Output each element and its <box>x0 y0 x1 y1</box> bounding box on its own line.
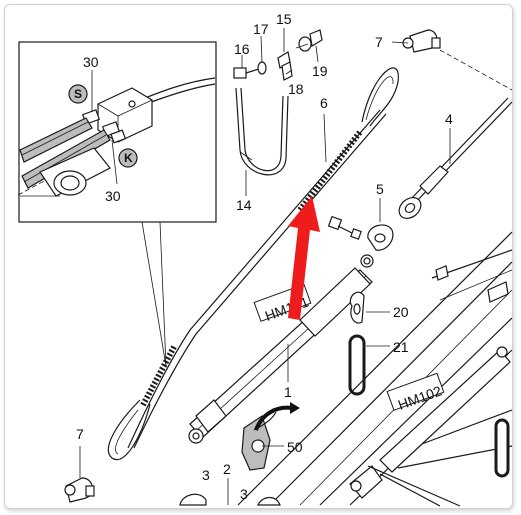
badge-s: S <box>74 87 82 101</box>
nut-19 <box>295 29 323 52</box>
label-1: 1 <box>284 384 292 400</box>
label-17: 17 <box>253 21 269 37</box>
detail-inset <box>18 41 217 367</box>
u-bolt-14 <box>235 87 289 176</box>
shackle-7-bottom <box>64 477 95 503</box>
label-4: 4 <box>445 111 453 127</box>
label-3-left: 3 <box>202 467 210 483</box>
rod-4 <box>398 97 513 219</box>
shackle-7-top <box>402 29 441 53</box>
part-15-18 <box>277 51 293 81</box>
label-30-bottom: 30 <box>105 188 121 204</box>
label-20: 20 <box>393 304 409 320</box>
leader-lines <box>79 28 451 505</box>
clamp-50 <box>241 411 277 471</box>
label-50: 50 <box>287 439 303 455</box>
bottom-parts <box>179 493 281 506</box>
loop-21 <box>348 334 366 396</box>
label-7-top: 7 <box>375 34 383 50</box>
label-18: 18 <box>288 81 304 97</box>
washer-17 <box>257 61 267 75</box>
black-curved-arrow <box>254 402 300 431</box>
pin-and-shackle-5 <box>327 215 394 251</box>
label-19: 19 <box>312 63 328 79</box>
label-15: 15 <box>276 11 292 27</box>
label-6: 6 <box>320 95 328 111</box>
cable-6 <box>107 67 399 461</box>
cylinder-1 <box>188 254 374 444</box>
label-3-right: 3 <box>240 486 248 502</box>
label-5: 5 <box>376 181 384 197</box>
boom-structure <box>237 231 513 507</box>
label-7-bottom: 7 <box>76 426 84 442</box>
label-30-top: 30 <box>83 54 99 70</box>
hook-20 <box>349 291 365 324</box>
label-21: 21 <box>393 339 409 355</box>
badge-k: K <box>124 151 133 165</box>
label-16: 16 <box>234 41 250 57</box>
red-pointer-arrow <box>288 196 320 320</box>
label-14: 14 <box>236 197 252 213</box>
label-2: 2 <box>223 461 231 477</box>
